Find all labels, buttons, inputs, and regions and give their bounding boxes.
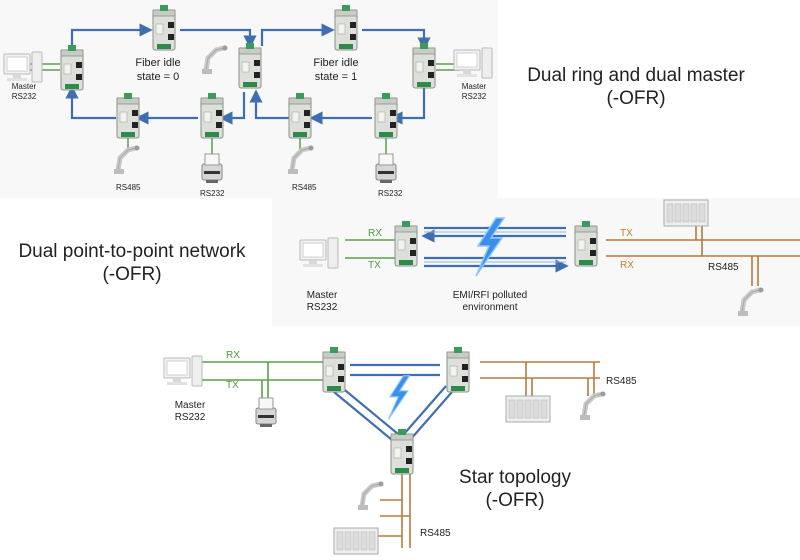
p2p-rx-right: RX <box>620 260 634 271</box>
p2p-tx-left: TX <box>368 260 381 271</box>
idle1-line1: Fiber idle <box>313 57 359 69</box>
emi-line1: EMI/RFI polluted <box>452 290 528 301</box>
p2p-title: Dual point-to-point network (-OFR) <box>4 240 260 286</box>
ring-master-left: Master RS232 <box>4 82 44 102</box>
star-topology <box>163 346 606 555</box>
p2p-master: Master RS232 <box>292 290 352 314</box>
star-rs485-right: RS485 <box>606 376 637 387</box>
ring-bottom-label: RS485 <box>116 183 141 192</box>
star-title-line2: (-OFR) <box>485 490 545 511</box>
p2p-title-line1: Dual point-to-point network <box>18 241 246 262</box>
master-left-line2: RS232 <box>11 92 37 101</box>
p2p-rx-left: RX <box>368 228 382 239</box>
p2p-emi-label: EMI/RFI polluted environment <box>440 290 540 314</box>
star-rs485-bottom: RS485 <box>420 528 451 539</box>
ring-title: Dual ring and dual master (-OFR) <box>516 64 756 110</box>
emi-line2: environment <box>462 302 518 313</box>
idle1-line2: state = 1 <box>314 71 358 83</box>
ring-master-right: Master RS232 <box>454 82 494 102</box>
idle0-line1: Fiber idle <box>135 57 181 69</box>
ring-idle1-label: Fiber idle state = 1 <box>306 56 366 84</box>
ring-bottom-label: RS232 <box>200 189 225 198</box>
star-master: Master RS232 <box>160 400 220 424</box>
star-rx: RX <box>226 350 240 361</box>
p2p-rs485: RS485 <box>708 262 739 273</box>
star-title-line1: Star topology <box>459 467 571 488</box>
p2p-master-line2: RS232 <box>306 302 338 313</box>
p2p-title-line2: (-OFR) <box>102 264 162 285</box>
star-master-line2: RS232 <box>174 412 206 423</box>
master-right-line1: Master <box>461 82 487 91</box>
master-left-line1: Master <box>11 82 37 91</box>
star-master-line1: Master <box>174 400 206 411</box>
star-tx: TX <box>226 380 239 391</box>
ring-topology <box>0 0 498 198</box>
p2p-topology <box>272 198 800 326</box>
ring-bottom-label: RS232 <box>378 189 403 198</box>
ring-title-line1: Dual ring and dual master <box>527 65 745 86</box>
ring-idle0-label: Fiber idle state = 0 <box>128 56 188 84</box>
p2p-master-line1: Master <box>306 290 338 301</box>
star-title: Star topology (-OFR) <box>440 466 590 512</box>
ring-title-line2: (-OFR) <box>606 88 666 109</box>
master-right-line2: RS232 <box>461 92 487 101</box>
p2p-tx-right: TX <box>620 228 633 239</box>
idle0-line2: state = 0 <box>136 71 180 83</box>
ring-bottom-label: RS485 <box>292 183 317 192</box>
